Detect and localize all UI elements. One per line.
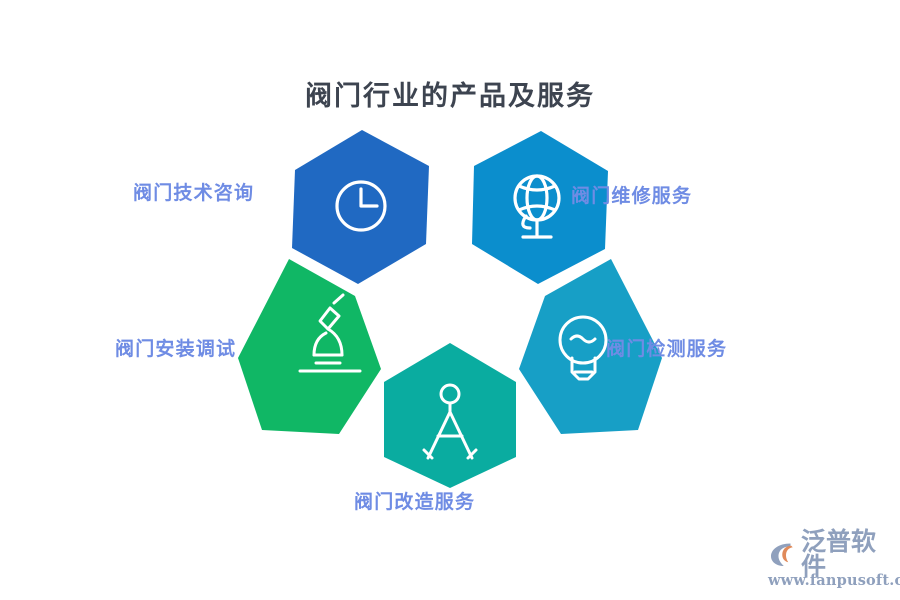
hexagon-node-reform[interactable]	[384, 343, 516, 488]
node-label-repair: 阀门维修服务	[571, 185, 693, 207]
compass-divider-icon	[422, 383, 478, 460]
fanpu-logo-icon	[771, 543, 793, 566]
hexagon-node-repair[interactable]	[472, 131, 608, 284]
watermark-url-text: www.fanpusoft.com	[768, 572, 900, 589]
node-label-reform: 阀门改造服务	[354, 491, 476, 513]
hexagon-cluster	[238, 118, 662, 488]
hexagon-shape-inspect	[519, 259, 662, 434]
hexagon-node-consult[interactable]	[292, 130, 429, 284]
node-label-install: 阀门安装调试	[115, 338, 237, 360]
page-title: 阀门行业的产品及服务	[305, 81, 595, 112]
watermark-logo: 泛普软件 www.fanpusoft.com	[768, 529, 900, 591]
globe-icon	[513, 174, 561, 239]
clock-icon	[335, 180, 387, 232]
node-label-consult: 阀门技术咨询	[133, 182, 255, 204]
lightbulb-icon	[558, 315, 608, 381]
microscope-icon	[298, 293, 362, 373]
hexagon-shape-reform	[384, 343, 516, 488]
hexagon-node-inspect[interactable]	[519, 259, 662, 434]
node-label-inspect: 阀门检测服务	[606, 338, 728, 360]
hexagon-cluster-svg	[238, 130, 662, 488]
hexagon-shape-install	[238, 259, 381, 434]
watermark-brand-text: 泛普软件	[801, 526, 877, 581]
hexagon-node-install[interactable]	[238, 259, 381, 434]
watermark-brand-row: 泛普软件	[768, 529, 890, 579]
